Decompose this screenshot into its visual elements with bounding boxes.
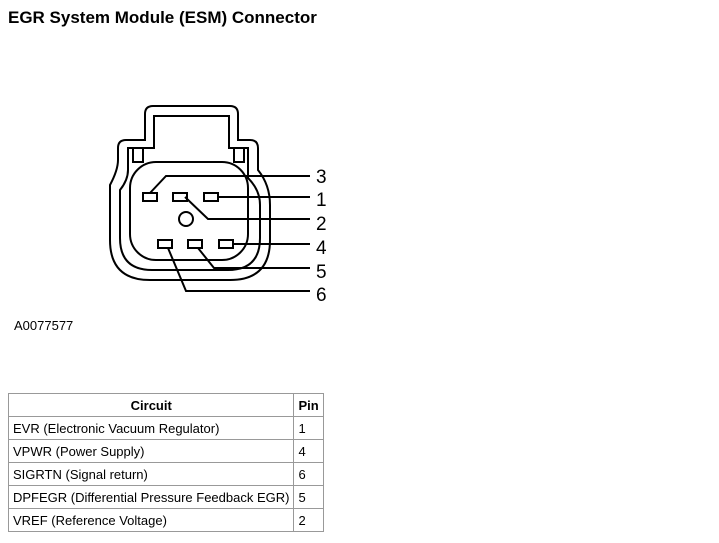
- table-header-row: Circuit Pin: [7, 393, 324, 417]
- leader-line-3: [149, 175, 310, 194]
- leader-line-6: [167, 247, 310, 292]
- circuit-cell: DPFEGR (Differential Pressure Feedback E…: [7, 485, 295, 509]
- column-header-circuit: Circuit: [7, 393, 295, 417]
- leader-line-5: [197, 247, 310, 269]
- column-header-pin: Pin: [293, 393, 324, 417]
- pin-cell: 6: [293, 462, 324, 486]
- terminal-4: [218, 239, 234, 249]
- pin-label-2: 2: [316, 214, 327, 235]
- pin-label-1: 1: [316, 190, 327, 211]
- key-hole: [178, 211, 194, 227]
- circuit-cell: EVR (Electronic Vacuum Regulator): [7, 416, 295, 440]
- table-row: DPFEGR (Differential Pressure Feedback E…: [7, 485, 324, 509]
- pin-label-6: 6: [316, 285, 327, 306]
- pin-table: Circuit Pin EVR (Electronic Vacuum Regul…: [7, 393, 324, 532]
- connector-outline-inner: [119, 115, 261, 271]
- terminal-6: [157, 239, 173, 249]
- figure-id: A0077577: [14, 318, 74, 333]
- table-row: EVR (Electronic Vacuum Regulator) 1: [7, 416, 324, 440]
- table-row: SIGRTN (Signal return) 6: [7, 462, 324, 486]
- pin-cell: 1: [293, 416, 324, 440]
- pin-cell: 2: [293, 508, 324, 532]
- connector-outline-outer: [109, 105, 271, 281]
- circuit-cell: VREF (Reference Voltage): [7, 508, 295, 532]
- pin-cell: 4: [293, 439, 324, 463]
- terminal-1: [203, 192, 219, 202]
- circuit-cell: SIGRTN (Signal return): [7, 462, 295, 486]
- table-row: VPWR (Power Supply) 4: [7, 439, 324, 463]
- pin-cell: 5: [293, 485, 324, 509]
- side-tab-right: [233, 147, 245, 163]
- terminal-5: [187, 239, 203, 249]
- pin-label-4: 4: [316, 238, 327, 259]
- terminal-3: [142, 192, 158, 202]
- leader-line-2: [184, 196, 310, 220]
- side-tab-left: [132, 147, 144, 163]
- pin-label-5: 5: [316, 262, 327, 283]
- terminal-1-left: [172, 192, 188, 202]
- table-row: VREF (Reference Voltage) 2: [7, 508, 324, 532]
- connector-cavity: [129, 161, 249, 261]
- pin-label-3: 3: [316, 167, 327, 188]
- circuit-cell: VPWR (Power Supply): [7, 439, 295, 463]
- page-title: EGR System Module (ESM) Connector: [8, 8, 317, 27]
